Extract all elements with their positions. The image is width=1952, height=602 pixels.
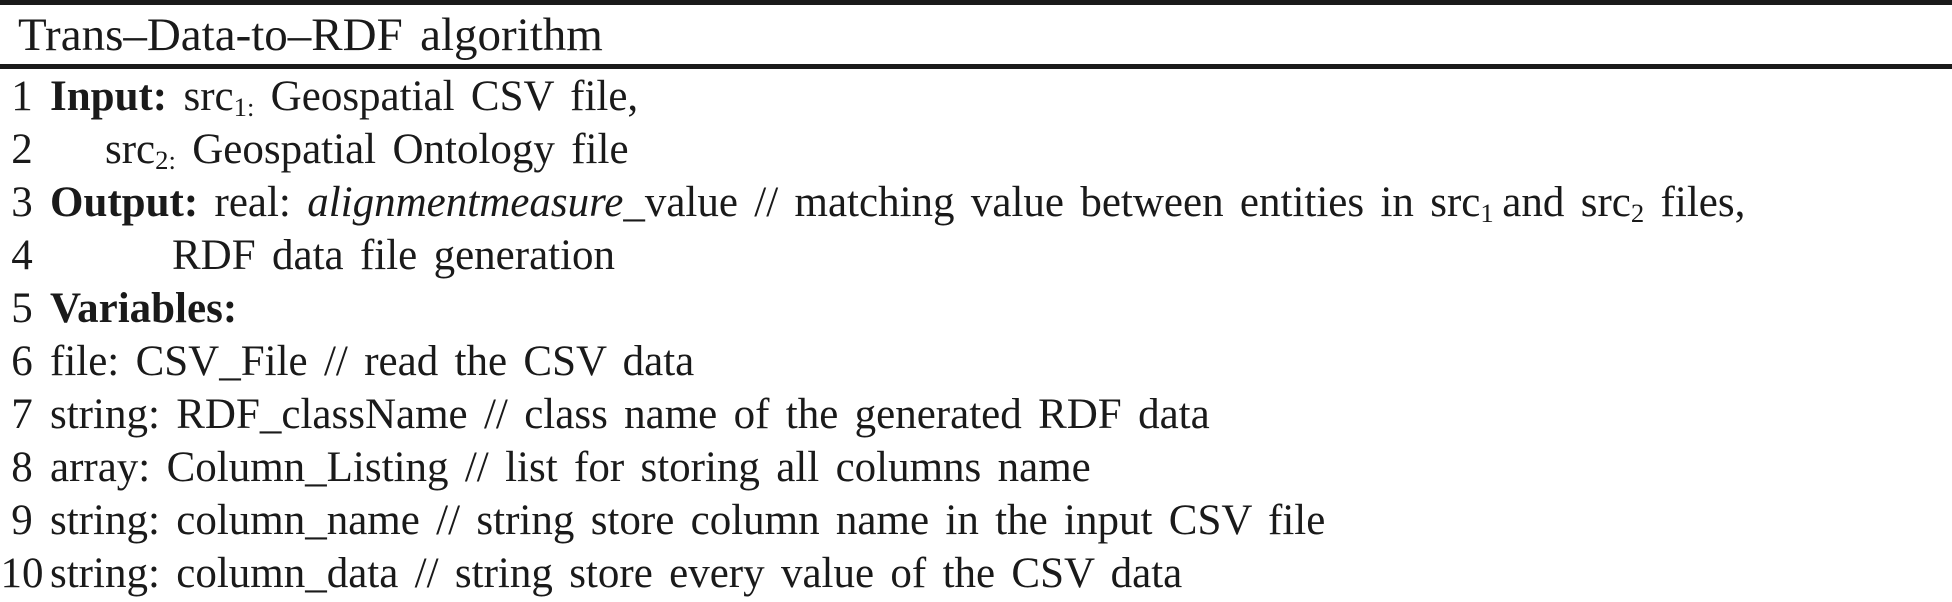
line-number: 4 xyxy=(11,232,33,279)
line-text: string: column_name // string store colu… xyxy=(50,497,1326,544)
algorithm-line: 7 string: RDF_className // class name of … xyxy=(0,388,1952,441)
line-number: 10 xyxy=(0,550,44,597)
line-number: 7 xyxy=(11,391,33,438)
algorithm-line: 9 string: column_name // string store col… xyxy=(0,494,1952,547)
algorithm-line: 4 RDF data file generation xyxy=(0,229,1952,282)
line-text: Variables: xyxy=(50,285,238,332)
line-number: 5 xyxy=(11,285,33,332)
algorithm-title: Trans–Data-to–RDF algorithm xyxy=(18,9,603,61)
top-rule xyxy=(0,0,1952,5)
line-text: string: RDF_className // class name of t… xyxy=(50,391,1210,438)
line-text: string: column_data // string store ever… xyxy=(50,550,1183,597)
algorithm-line: 6 file: CSV_File // read the CSV data xyxy=(0,335,1952,388)
line-text: src2: Geospatial Ontology file xyxy=(105,126,629,175)
algorithm-line: 1 Input: src1: Geospatial CSV file, xyxy=(0,70,1952,123)
line-text: Output: real: alignmentmeasure_value // … xyxy=(50,179,1746,228)
algorithm-line: 3 Output: real: alignmentmeasure_value //… xyxy=(0,176,1952,229)
algorithm-line: 2 src2: Geospatial Ontology file xyxy=(0,123,1952,176)
line-number: 8 xyxy=(11,444,33,491)
line-number: 9 xyxy=(11,497,33,544)
line-text: Input: src1: Geospatial CSV file, xyxy=(50,73,639,122)
line-number: 3 xyxy=(11,179,33,226)
line-number: 2 xyxy=(11,126,33,173)
line-text: array: Column_Listing // list for storin… xyxy=(50,444,1091,491)
algorithm-line: 5 Variables: xyxy=(0,282,1952,335)
line-number: 6 xyxy=(11,338,33,385)
line-text: file: CSV_File // read the CSV data xyxy=(50,338,695,385)
algorithm-line: 8 array: Column_Listing // list for stori… xyxy=(0,441,1952,494)
line-text: RDF data file generation xyxy=(172,232,616,279)
line-number: 1 xyxy=(11,73,33,120)
header-rule xyxy=(0,64,1952,69)
algorithm-lines: 1 Input: src1: Geospatial CSV file, 2 src2:… xyxy=(0,69,1952,600)
